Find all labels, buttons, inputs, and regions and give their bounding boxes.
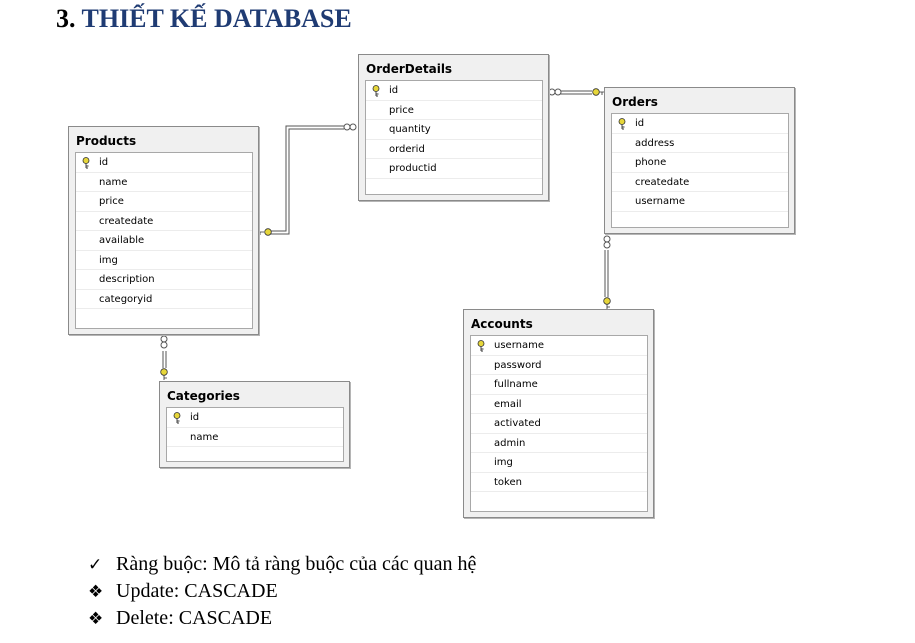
field-row: createdate	[612, 173, 788, 192]
table-title: OrderDetails	[366, 62, 453, 76]
primary-key-icon	[477, 340, 485, 352]
field-name: id	[99, 157, 109, 168]
field-row: activated	[471, 414, 647, 434]
field-name: productid	[389, 163, 437, 174]
section-number: 3.	[56, 4, 76, 33]
field-row: categoryid	[76, 290, 252, 309]
field-name: orderid	[389, 143, 425, 155]
field-name: createdate	[99, 215, 154, 227]
field-row: orderid	[366, 140, 542, 159]
note-text: Ràng buộc: Mô tả ràng buộc của các quan …	[116, 553, 477, 575]
field-name: username	[635, 196, 685, 207]
field-name: password	[494, 359, 542, 371]
key-end-icon	[603, 297, 611, 309]
field-row: password	[471, 356, 647, 375]
table-title: Orders	[612, 95, 658, 109]
field-name: id	[190, 412, 200, 423]
field-row: name	[76, 173, 252, 192]
section-title: THIẾT KẾ DATABASE	[81, 4, 352, 33]
relationship-orders-orderdetails	[548, 88, 592, 96]
relationship-products-orderdetails	[266, 123, 357, 235]
field-name: name	[190, 431, 219, 443]
field-row: address	[612, 134, 788, 153]
field-name: img	[99, 254, 118, 266]
field-row: img	[76, 251, 252, 270]
field-name: name	[99, 176, 128, 188]
table-categories[interactable]: Categories id name	[159, 381, 350, 468]
note-item: ❖ Delete: CASCADE	[88, 605, 476, 632]
table-accounts[interactable]: Accounts username password fullname emai…	[463, 309, 654, 518]
field-row: token	[471, 473, 647, 492]
field-name: activated	[494, 418, 541, 429]
field-name: phone	[635, 157, 667, 168]
note-item: ✓ Ràng buộc: Mô tả ràng buộc của các quan…	[88, 551, 476, 578]
field-name: token	[494, 476, 522, 488]
primary-key-icon	[372, 85, 380, 97]
field-row: quantity	[366, 120, 542, 140]
field-row: email	[471, 395, 647, 414]
key-end-icon	[592, 88, 604, 96]
field-name: img	[494, 457, 513, 468]
diamond-bullet-icon: ❖	[88, 582, 104, 602]
field-name: address	[635, 137, 675, 149]
field-name: id	[635, 118, 645, 129]
field-row: img	[471, 453, 647, 473]
table-title: Accounts	[471, 317, 533, 331]
note-text: Delete: CASCADE	[116, 607, 273, 629]
field-list: id name	[166, 407, 344, 462]
key-end-icon	[160, 368, 168, 380]
field-list: id address phone createdate username	[611, 113, 789, 228]
field-name: username	[494, 340, 544, 351]
field-row: fullname	[471, 375, 647, 395]
field-name: id	[389, 85, 399, 96]
constraint-notes: ✓ Ràng buộc: Mô tả ràng buộc của các quan…	[88, 551, 476, 632]
field-name: price	[99, 196, 124, 207]
field-name: quantity	[389, 124, 431, 135]
section-heading: 3.THIẾT KẾ DATABASE	[56, 4, 352, 34]
field-list: id name price createdate available img d…	[75, 152, 253, 329]
field-name: createdate	[635, 176, 690, 188]
checkmark-icon: ✓	[88, 555, 103, 575]
field-row: id	[366, 81, 542, 101]
diamond-bullet-icon: ❖	[88, 609, 104, 629]
field-row: price	[76, 192, 252, 212]
field-row: productid	[366, 159, 542, 179]
primary-key-icon	[173, 412, 181, 424]
field-name: description	[99, 274, 155, 285]
field-row: price	[366, 101, 542, 120]
field-list: id price quantity orderid productid	[365, 80, 543, 195]
key-end-icon	[258, 228, 272, 236]
table-orderdetails[interactable]: OrderDetails id price quantity orderid p…	[358, 54, 549, 201]
field-name: fullname	[494, 379, 538, 390]
table-products[interactable]: Products id name price createdate availa…	[68, 126, 259, 335]
field-name: admin	[494, 437, 526, 449]
field-row: id	[167, 408, 343, 428]
field-row: phone	[612, 153, 788, 173]
field-row: name	[167, 428, 343, 447]
field-row: id	[612, 114, 788, 134]
field-name: price	[389, 104, 414, 116]
table-orders[interactable]: Orders id address phone createdate usern…	[604, 87, 795, 234]
field-name: email	[494, 398, 522, 410]
field-row: admin	[471, 434, 647, 453]
field-name: categoryid	[99, 293, 153, 305]
field-name: available	[99, 235, 145, 246]
relationship-categories-products	[160, 335, 168, 368]
field-row: username	[471, 336, 647, 356]
note-text: Update: CASCADE	[116, 580, 278, 602]
table-title: Products	[76, 134, 137, 148]
relationship-accounts-orders	[603, 235, 611, 297]
field-row: createdate	[76, 212, 252, 231]
field-list: username password fullname email activat…	[470, 335, 648, 512]
field-row: available	[76, 231, 252, 251]
primary-key-icon	[618, 118, 626, 130]
note-item: ❖ Update: CASCADE	[88, 578, 476, 605]
field-row: username	[612, 192, 788, 212]
field-row: description	[76, 270, 252, 290]
primary-key-icon	[82, 157, 90, 169]
field-row: id	[76, 153, 252, 173]
table-title: Categories	[167, 389, 240, 403]
